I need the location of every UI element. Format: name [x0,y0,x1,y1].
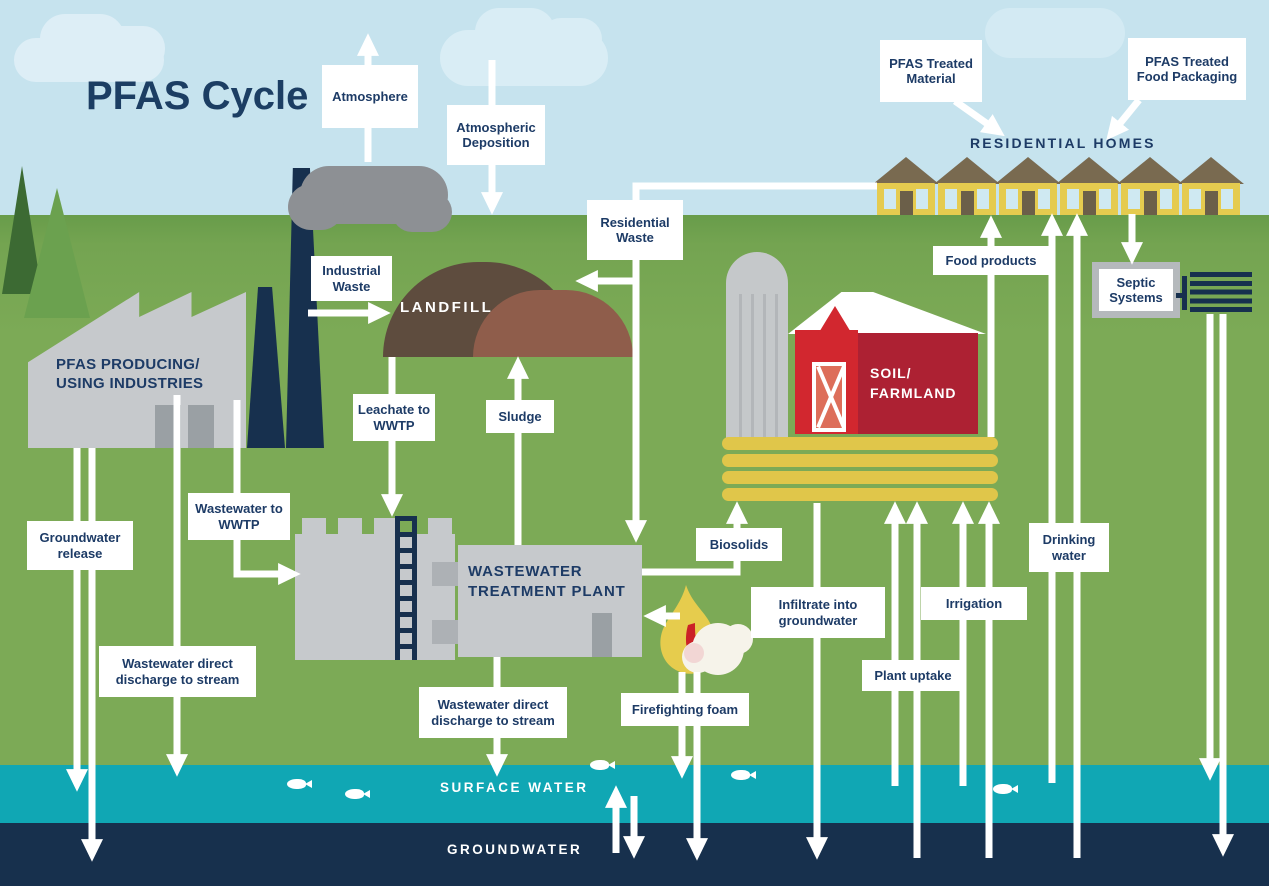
house-door [1022,191,1035,215]
atmosphere-label: Atmosphere [322,65,418,128]
tank-crenellation [428,518,452,536]
house-window [916,189,928,209]
atmospheric-deposition-label: Atmospheric Deposition [447,105,545,165]
crop-row [722,488,998,501]
septic-systems-label: Septic Systems [1099,269,1173,311]
page-title: PFAS Cycle [86,74,309,118]
smoke-icon [288,184,344,230]
fish-icon [731,770,756,780]
firefighting-foam-label: Firefighting foam [621,693,749,726]
house-icon [995,157,1061,215]
residential-waste-label: Residential Waste [587,200,683,260]
fish-icon [287,779,312,789]
drinking-water-label: Drinking water [1029,523,1109,572]
house-roof [1056,157,1122,184]
house-window [1128,189,1140,209]
landfill-label: LANDFILL [400,299,494,316]
barn-door [812,362,846,432]
house-door [1144,191,1157,215]
house-window [977,189,989,209]
house-door [900,191,913,215]
wastewater-to-wwtp-label: Wastewater to WWTP [188,493,290,540]
barn-side [858,333,978,434]
fish-icon [345,789,370,799]
biosolids-label: Biosolids [696,528,782,561]
wwtp-door [592,613,612,657]
crop-row [722,454,998,467]
crop-row [722,437,998,450]
cloud-icon [985,8,1125,58]
groundwater-release-label: Groundwater release [27,521,133,570]
pfas-treated-food-packaging-label: PFAS Treated Food Packaging [1128,38,1246,100]
leachate-label: Leachate to WWTP [353,394,435,441]
crop-row [722,471,998,484]
house-window [1221,189,1233,209]
groundwater-label: GROUNDWATER [447,842,583,857]
plant-uptake-label: Plant uptake [862,660,964,691]
factory-door [188,405,214,448]
leach-field-icon [1190,272,1252,316]
surface-water-label: SURFACE WATER [440,780,589,795]
wwtp-pipe [432,620,460,644]
wwtp-pipe [432,562,460,586]
house-window [1038,189,1050,209]
house-window [1189,189,1201,209]
house-roof [1117,157,1183,184]
soil-farmland-label: SOIL/ FARMLAND [870,365,957,401]
house-roof [1178,157,1244,184]
infiltrate-label: Infiltrate into groundwater [751,587,885,638]
house-icon [934,157,1000,215]
ladder-icon [395,516,417,660]
house-window [884,189,896,209]
leach-field-connector [1176,293,1186,298]
factory-door [155,405,181,448]
house-door [1205,191,1218,215]
house-window [945,189,957,209]
house-door [961,191,974,215]
house-roof [873,157,939,184]
silo-ridges [730,294,784,438]
house-icon [1117,157,1183,215]
house-roof [995,157,1061,184]
tank-crenellation [338,518,362,536]
house-window [1160,189,1172,209]
house-window [1006,189,1018,209]
fish-icon [993,784,1018,794]
food-products-label: Food products [933,246,1049,275]
house-window [1099,189,1111,209]
smoke-icon [392,192,452,232]
residential-homes-label: RESIDENTIAL HOMES [970,135,1156,151]
silo [726,252,788,438]
direct-discharge-center-label: Wastewater direct discharge to stream [419,687,567,738]
fish-icon [590,760,615,770]
house-icon [1178,157,1244,215]
firefighting-foam-icon [660,585,753,675]
house-roof [934,157,1000,184]
house-icon [873,157,939,215]
tank-crenellation [374,518,398,536]
surface-water-band [0,765,1269,823]
cloud-icon [95,26,165,71]
tank-crenellation [302,518,326,536]
pfas-treated-material-label: PFAS Treated Material [880,40,982,102]
sludge-label: Sludge [486,400,554,433]
direct-discharge-left-label: Wastewater direct discharge to stream [99,646,256,697]
house-icon [1056,157,1122,215]
cloud-icon [540,18,602,60]
house-window [1067,189,1079,209]
irrigation-label: Irrigation [921,587,1027,620]
wwtp-tank [295,534,455,660]
wwtp-label: WASTEWATER TREATMENT PLANT [468,563,626,600]
leach-field-connector [1182,276,1187,310]
house-door [1083,191,1096,215]
industrial-waste-label: Industrial Waste [311,256,392,301]
groundwater-band [0,823,1269,886]
factory-label: PFAS PRODUCING/ USING INDUSTRIES [56,356,204,392]
